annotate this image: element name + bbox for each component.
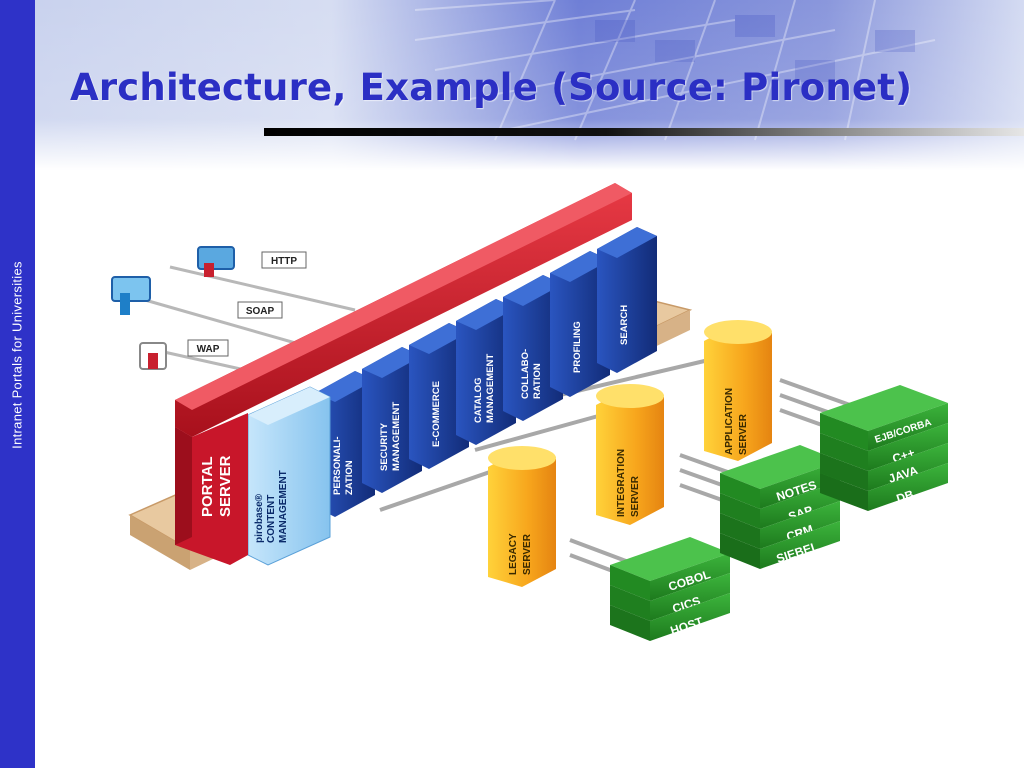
portal-label-2: SERVER xyxy=(217,455,234,517)
protocol-text-http: HTTP xyxy=(271,256,297,267)
module-security-management: SECURITY MANAGEMENT xyxy=(362,347,422,493)
portal-server-block: PORTAL SERVER xyxy=(175,183,632,565)
module-label-catalog-1: CATALOG xyxy=(473,377,484,423)
protocol-label-wap: WAP xyxy=(187,339,229,357)
legacy-backends: COBOL CICS HOST xyxy=(610,537,730,641)
protocol-label-soap: SOAP xyxy=(237,301,283,319)
integration-label-1: INTEGRATION xyxy=(616,449,627,517)
module-label-security-2: MANAGEMENT xyxy=(391,402,402,471)
application-backends: EJB/CORBA C++ JAVA DB xyxy=(820,385,948,511)
module-label-collaboration-2: RATION xyxy=(532,363,543,399)
module-label-personalization-1: PERSONALI- xyxy=(332,436,343,495)
cms-label-2: MANAGEMENT xyxy=(278,470,289,543)
legacy-label-1: LEGACY xyxy=(508,533,519,575)
integration-label-2: SERVER xyxy=(630,475,641,517)
application-server: APPLICATION SERVER xyxy=(704,320,772,461)
slide-title: Architecture, Example (Source: Pironet) xyxy=(70,66,913,109)
http-device-icon xyxy=(197,246,235,277)
cms-label-1: CONTENT xyxy=(266,495,277,543)
module-label-catalog-2: MANAGEMENT xyxy=(485,354,496,423)
module-label-ecommerce-1: E-COMMERCE xyxy=(431,381,442,447)
module-label-search-1: SEARCH xyxy=(619,305,630,345)
backend-db-label: DB xyxy=(895,487,916,506)
soap-device-icon xyxy=(111,276,151,315)
module-catalog-management: CATALOG MANAGEMENT xyxy=(456,299,516,445)
protocol-text-soap: SOAP xyxy=(246,306,275,317)
title-underline xyxy=(264,128,1024,136)
cms-brand: pirobase® xyxy=(254,493,265,543)
wap-device-icon xyxy=(139,342,167,370)
legacy-label-2: SERVER xyxy=(522,533,533,575)
module-profiling: PROFILING xyxy=(550,251,610,397)
portal-label-1: PORTAL xyxy=(199,456,216,517)
banner-graphic xyxy=(35,0,1024,170)
module-collaboration: COLLABO- RATION xyxy=(503,275,563,421)
module-label-profiling-1: PROFILING xyxy=(572,321,583,373)
module-columns: PERSONALI- ZATION SECURITY MANAGEMENT E-… xyxy=(315,227,657,517)
sidebar: Intranet Portals for Universities xyxy=(0,0,35,768)
integration-server: INTEGRATION SERVER xyxy=(596,384,664,525)
backend-java: JAVA xyxy=(820,443,948,491)
header-banner xyxy=(35,0,1024,170)
module-label-personalization-2: ZATION xyxy=(344,460,355,495)
backend-db: DB xyxy=(820,463,948,511)
content-management-block: pirobase® CONTENT MANAGEMENT xyxy=(247,386,331,566)
protocol-label-http: HTTP xyxy=(261,251,307,269)
backend-ejb-corba: EJB/CORBA xyxy=(820,385,948,451)
backend-cics: CICS xyxy=(610,573,730,621)
application-label-1: APPLICATION xyxy=(724,388,735,455)
module-label-collaboration-1: COLLABO- xyxy=(520,349,531,399)
module-label-security-1: SECURITY xyxy=(379,422,390,471)
sidebar-caption: Intranet Portals for Universities xyxy=(9,261,25,449)
legacy-server: LEGACY SERVER xyxy=(488,446,556,587)
backend-host: HOST xyxy=(610,593,730,641)
module-e-commerce: E-COMMERCE xyxy=(409,323,469,469)
protocol-text-wap: WAP xyxy=(197,344,220,355)
architecture-diagram: HTTP SOAP WAP PERSONALI- ZATION SE xyxy=(111,183,948,641)
module-search: SEARCH xyxy=(597,227,657,373)
backend-siebel: SIEBEL xyxy=(720,521,840,569)
application-label-2: SERVER xyxy=(738,413,749,455)
